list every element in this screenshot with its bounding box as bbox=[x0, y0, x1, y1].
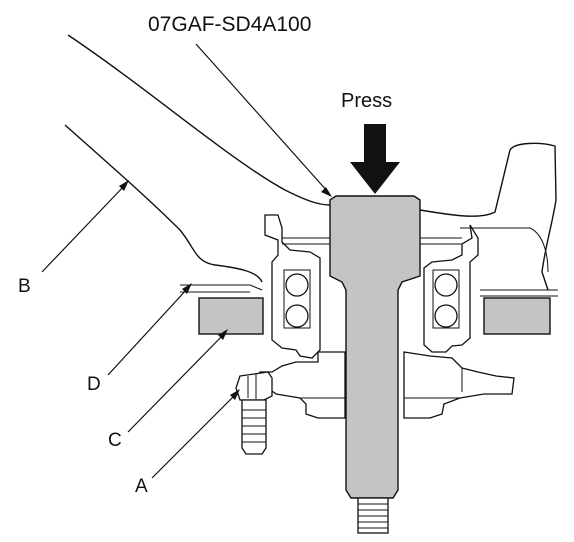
leader-lines bbox=[41, 43, 332, 479]
ring-c bbox=[198, 297, 551, 335]
callout-d: D bbox=[87, 374, 101, 395]
callout-a: A bbox=[135, 476, 148, 497]
hub-assembly bbox=[259, 214, 515, 419]
press-arrow-icon bbox=[350, 124, 400, 194]
knuckle-outline bbox=[64, 34, 558, 297]
hub-bolt bbox=[235, 371, 273, 455]
tool-number-label: 07GAF-SD4A100 bbox=[148, 13, 311, 36]
callout-b: B bbox=[18, 276, 31, 297]
callout-c: C bbox=[108, 430, 122, 451]
press-label: Press bbox=[341, 90, 392, 112]
special-tool-driver bbox=[329, 195, 421, 534]
